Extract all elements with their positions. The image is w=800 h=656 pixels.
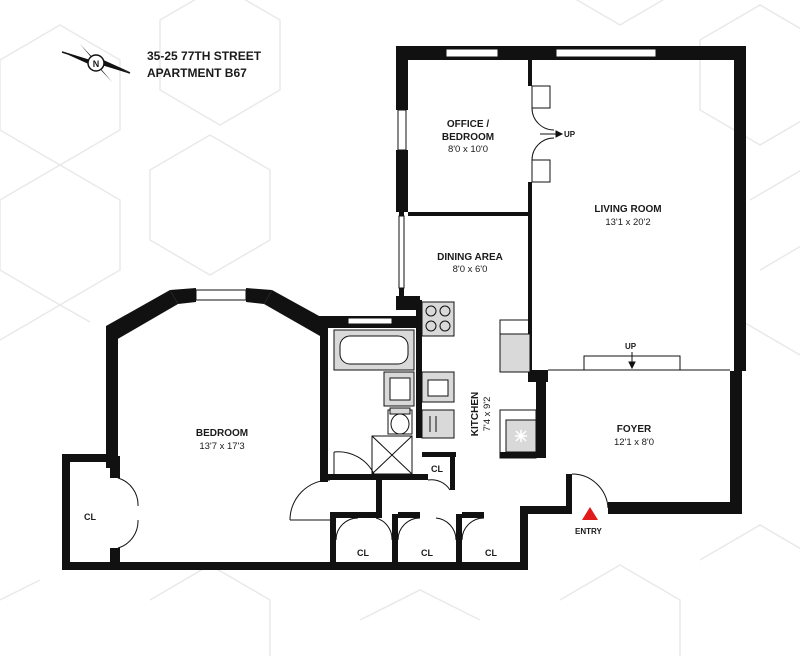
entry-triangle-icon xyxy=(582,507,598,520)
entry-label: ENTRY xyxy=(575,527,602,536)
kitchen-fan-icon xyxy=(505,419,537,453)
kitchen-dims: 7'4 x 9'2 xyxy=(482,397,493,432)
living-room-dims: 13'1 x 20'2 xyxy=(605,217,650,228)
closet-label-bedroom: CL xyxy=(84,512,96,522)
interior-lines xyxy=(117,85,730,549)
office-dims: 8'0 x 10'0 xyxy=(448,144,488,155)
kitchen-name: KITCHEN xyxy=(470,392,481,436)
stove-icon xyxy=(421,301,455,337)
bathtub-icon xyxy=(333,329,415,371)
closet-label-hall-2: CL xyxy=(421,548,433,558)
foyer-dims: 12'1 x 8'0 xyxy=(614,437,654,448)
closet-label-hall-1: CL xyxy=(357,548,369,558)
foyer-up-label: UP xyxy=(625,342,637,351)
closet-label-kitchen: CL xyxy=(431,464,443,474)
bedroom-name: BEDROOM xyxy=(196,428,248,439)
foyer-up-arrow-icon xyxy=(628,352,636,370)
office-name-line1: OFFICE / xyxy=(447,119,489,130)
bedroom-dims: 13'7 x 17'3 xyxy=(199,441,244,452)
compass-icon: N xyxy=(61,44,131,82)
dining-area-name: DINING AREA xyxy=(437,252,503,263)
dining-area-dims: 8'0 x 6'0 xyxy=(453,264,488,275)
foyer-name: FOYER xyxy=(617,424,652,435)
kitchen-sink-icon xyxy=(421,371,455,403)
bathroom-sink-icon xyxy=(383,371,415,407)
windows xyxy=(195,48,657,325)
refrigerator-icon xyxy=(499,333,531,373)
dishwasher-icon xyxy=(421,409,455,439)
office-up-label: UP xyxy=(564,130,576,139)
living-room-name: LIVING ROOM xyxy=(594,204,661,215)
stairs-up-arrow-icon xyxy=(540,130,564,138)
compass-north-label: N xyxy=(93,59,100,69)
toilet-icon xyxy=(389,407,411,435)
office-name-line2: BEDROOM xyxy=(442,132,494,143)
closet-label-hall-3: CL xyxy=(485,548,497,558)
address-title: 35-25 77TH STREET xyxy=(147,49,262,63)
walls xyxy=(62,46,746,570)
apartment-title: APARTMENT B67 xyxy=(147,66,247,80)
